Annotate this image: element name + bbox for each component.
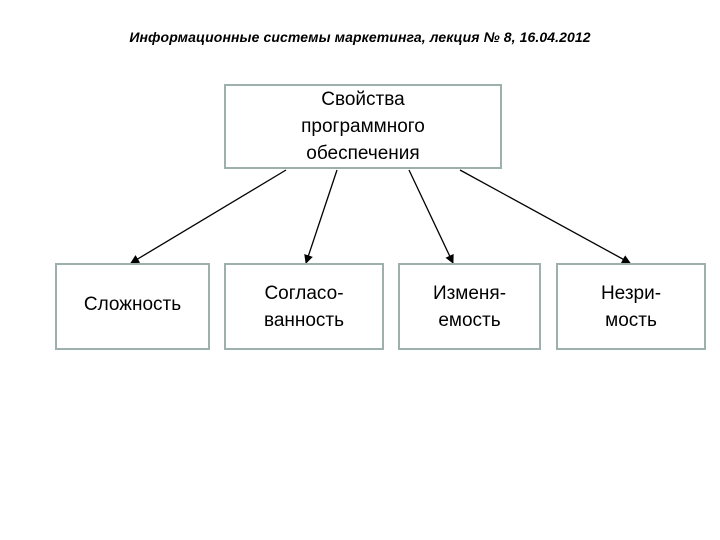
arrow-to-complexity: [130, 169, 287, 264]
lecture-header: Информационные системы маркетинга, лекци…: [129, 29, 591, 45]
root-node-software-properties: Свойства программного обеспечения: [224, 84, 502, 169]
arrow-to-consistency: [304, 169, 338, 264]
node-invisibility: Незри- мость: [556, 263, 706, 350]
node-consistency: Согласо- ванность: [224, 263, 384, 350]
arrow-to-changeability: [408, 169, 454, 264]
node-complexity: Сложность: [55, 263, 210, 350]
node-changeability: Изменя- емость: [398, 263, 541, 350]
arrow-to-invisibility: [459, 169, 631, 264]
